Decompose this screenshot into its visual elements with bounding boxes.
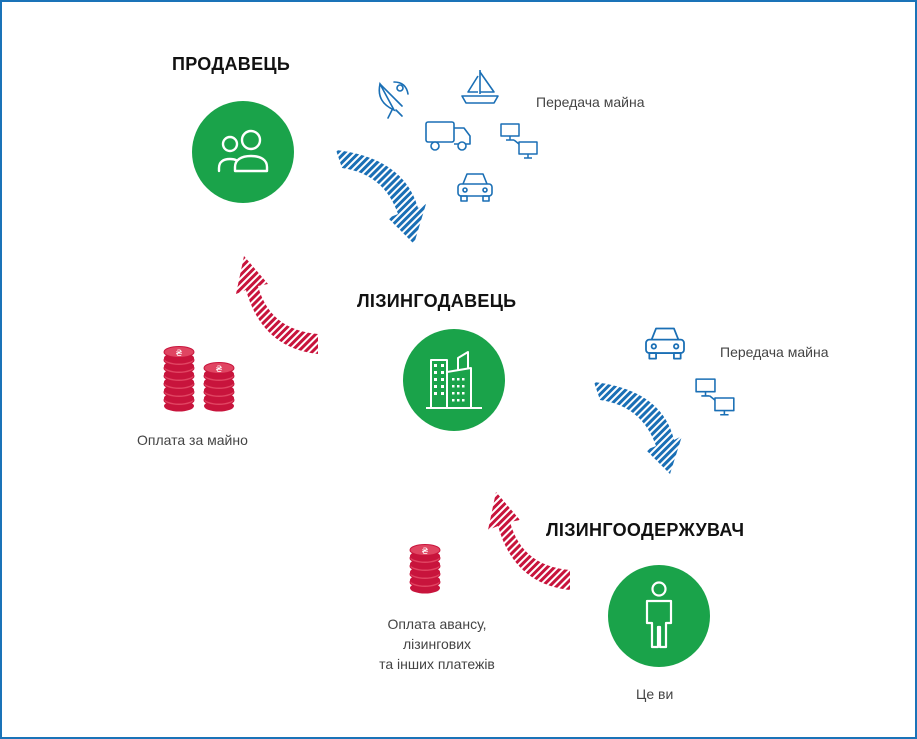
- lessee-caption: Це ви: [636, 686, 674, 702]
- payment-bottom-line-3: та інших платежів: [379, 656, 495, 672]
- payment-arrow-bottom: [488, 492, 570, 590]
- payment-bottom-line-1: Оплата авансу,: [387, 616, 487, 632]
- svg-text:₴: ₴: [422, 547, 429, 557]
- coin-stack-icon: ₴ ₴: [163, 346, 235, 412]
- seller-circle: [192, 101, 294, 203]
- payment-bottom-label: Оплата авансу, лізингових та інших плате…: [362, 614, 512, 674]
- lessor-title: ЛІЗИНГОДАВЕЦЬ: [357, 291, 517, 311]
- transfer-top-label: Передача майна: [536, 94, 645, 110]
- svg-text:₴: ₴: [176, 349, 183, 359]
- person-icon: [645, 581, 673, 649]
- truck-icon: [425, 121, 471, 151]
- satellite-dish-icon: [378, 81, 409, 119]
- lessee-circle: [608, 565, 710, 667]
- people-icon: [217, 129, 269, 173]
- lessee-title: ЛІЗИНГООДЕРЖУВАЧ: [546, 520, 745, 540]
- coin-stack-icon: ₴: [409, 544, 441, 594]
- computers-icon: [500, 123, 538, 159]
- lessor-circle: [403, 329, 505, 431]
- transfer-arrow-right: [594, 382, 682, 474]
- computers-icon: [695, 378, 735, 416]
- sailboat-icon: [461, 70, 499, 104]
- payment-arrow-left: [236, 256, 318, 354]
- buildings-icon: [426, 351, 482, 409]
- payment-left-label: Оплата за майно: [137, 432, 248, 448]
- transfer-arrow-top: [336, 150, 426, 244]
- car-icon: [457, 173, 493, 202]
- transfer-right-label: Передача майна: [720, 344, 829, 360]
- seller-title: ПРОДАВЕЦЬ: [172, 54, 291, 74]
- svg-text:₴: ₴: [216, 365, 223, 375]
- payment-bottom-line-2: лізингових: [402, 636, 472, 652]
- car-icon: [645, 327, 685, 360]
